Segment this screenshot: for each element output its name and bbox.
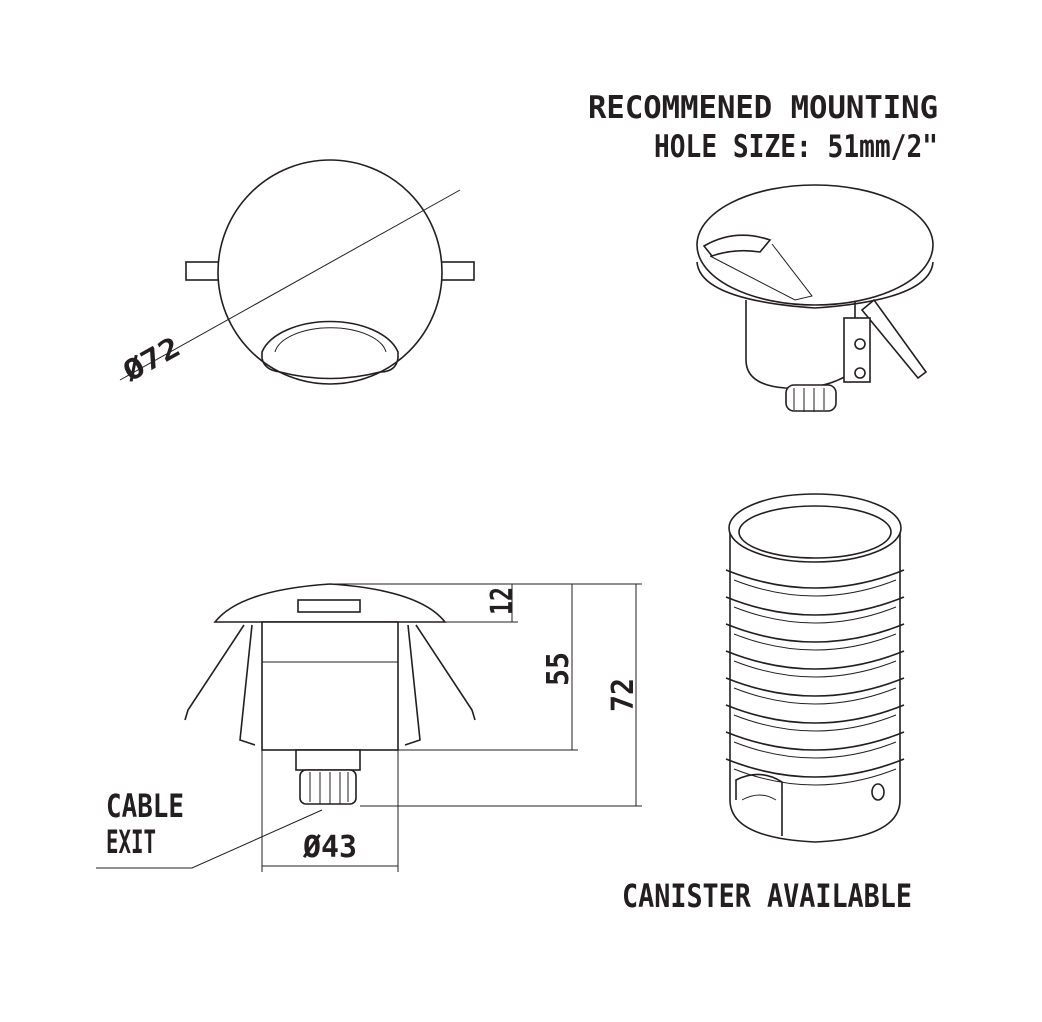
diameter-line xyxy=(119,189,461,381)
canister-rib-groove xyxy=(733,687,897,705)
fixture-face xyxy=(217,159,443,385)
right-spring xyxy=(415,624,476,721)
fixture-3d-view xyxy=(696,184,934,412)
canister-rib xyxy=(725,758,905,778)
dimension-diameter-43-label: Ø43 xyxy=(302,830,357,865)
canister-rib-groove xyxy=(733,633,897,651)
diameter-label: Ø72 xyxy=(116,330,186,389)
left-spring xyxy=(184,624,245,721)
side-body xyxy=(261,621,399,751)
canister-rib xyxy=(725,596,905,616)
canister-rib xyxy=(725,704,905,724)
side-view: 12 55 72 Ø43 CABLE EXIT xyxy=(96,583,642,872)
canister-rib-groove xyxy=(733,741,897,759)
mounting-note-line2: HOLE SIZE: 51mm/2" xyxy=(654,129,938,165)
cable-exit-label-line2: EXIT xyxy=(106,823,156,861)
canister-cable-slot xyxy=(735,773,783,836)
dimension-55-label: 55 xyxy=(541,652,576,686)
canister-rib-groove xyxy=(733,660,897,678)
canister-rib-groove xyxy=(733,606,897,624)
side-aperture xyxy=(297,599,361,613)
canister-view: CANISTER AVAILABLE xyxy=(622,493,912,915)
canister-screw-hole xyxy=(871,783,885,801)
cable-exit-leader xyxy=(96,809,323,869)
fixture-cap xyxy=(696,184,934,306)
side-gland-nut xyxy=(295,749,361,771)
canister-rib xyxy=(725,569,905,589)
dimension-72-label: 72 xyxy=(606,678,641,712)
canister-rim xyxy=(728,493,902,563)
canister-rib-groove xyxy=(733,714,897,732)
canister-rib xyxy=(725,623,905,643)
light-aperture xyxy=(261,320,399,380)
canister-ribs xyxy=(725,569,905,786)
clip-bracket xyxy=(843,317,871,383)
canister-rib xyxy=(725,731,905,751)
cable-exit-label-line1: CABLE xyxy=(106,787,184,825)
cap-aperture xyxy=(702,234,772,257)
side-gland xyxy=(299,769,357,805)
canister-caption: CANISTER AVAILABLE xyxy=(622,877,912,915)
mounting-note-line1: RECOMMENED MOUNTING xyxy=(588,90,938,126)
top-view: Ø72 xyxy=(116,159,475,389)
spring-clip xyxy=(860,298,928,380)
dimension-12-label: 12 xyxy=(485,587,520,615)
canister-rib xyxy=(725,650,905,670)
canister-rib-groove xyxy=(733,768,897,786)
aperture-inner-edge xyxy=(274,327,387,353)
canister-rib xyxy=(725,677,905,697)
canister-body xyxy=(729,528,901,843)
side-cap xyxy=(213,583,447,623)
canister-rib-groove xyxy=(733,579,897,597)
fixture-body xyxy=(745,300,856,389)
